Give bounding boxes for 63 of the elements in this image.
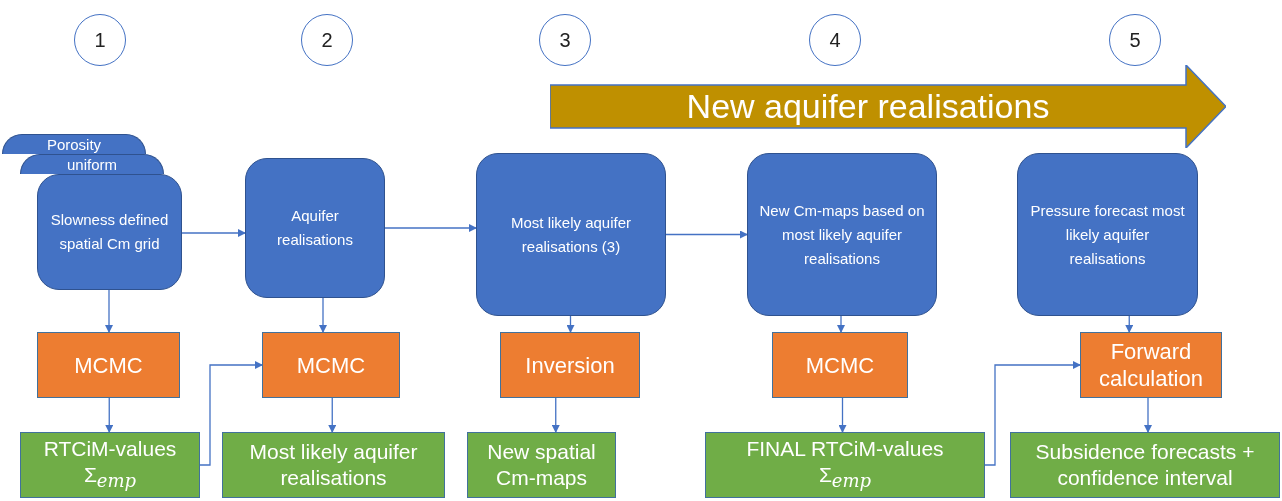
result-label: Subsidence forecasts + confidence interval [1034,439,1256,491]
step-number-circle [809,14,861,66]
connector-arrow [105,289,113,333]
card-label: Porosity [46,136,102,154]
result-box [467,432,616,498]
step-number: 5 [1129,28,1141,52]
connector-arrow [384,224,477,232]
step-number: 4 [829,28,841,52]
connector-arrow [838,397,847,433]
connector-arrow [199,361,263,466]
box-label: Most likely aquifer realisations (3) [509,212,632,257]
input-box [747,153,937,316]
connector-arrow [665,230,748,239]
connector-arrow [566,315,575,333]
connector-arrow [551,397,560,433]
method-label: Inversion [525,351,615,379]
step-number: 2 [321,28,333,52]
input-box [1017,153,1198,316]
result-box [1010,432,1280,498]
banner-label: New aquifer realisations [686,87,1050,126]
step-number: 3 [559,28,571,52]
connector-arrow [1144,397,1152,433]
method-box [1080,332,1222,398]
step-number: 1 [94,28,106,52]
result-box [20,432,200,498]
result-box [222,432,445,498]
method-label: MCMC [805,351,875,379]
card-label: uniform [67,156,117,174]
connector-arrow [319,297,327,333]
step-number-circle [539,14,591,66]
input-box [245,158,385,298]
method-label: MCMC [74,351,143,379]
result-label: Most likely aquifer realisations [248,439,419,491]
result-label: New spatial Cm-maps [486,439,597,491]
step-number-circle [301,14,353,66]
result-label: RTCiM-values [43,435,177,462]
box-label: Slowness defined spatial Cm grid [49,210,170,254]
method-box [262,332,400,398]
connector-arrow [328,397,337,433]
connector-arrow [837,315,845,333]
result-box [705,432,985,498]
method-box [500,332,640,398]
connector-arrow [1125,315,1134,333]
stacked-card [2,134,146,154]
method-label: Forward calculation [1098,338,1204,392]
box-label: Pressure forecast most likely aquifer realisations [1029,200,1186,269]
box-label: Aquifer realisations [276,206,354,250]
step-number-circle [74,14,126,66]
connector-arrow [105,397,114,433]
result-label: Σ$_{emp}$ [818,461,872,494]
step-number-circle [1109,14,1161,66]
stacked-card [20,154,164,174]
banner-arrow [550,65,1226,148]
input-box [476,153,666,316]
method-label: MCMC [296,351,366,379]
method-box [37,332,180,398]
connector-arrow [181,229,246,237]
connector-arrow [984,361,1081,466]
result-label: Σ$_{emp}$ [83,461,137,494]
method-box [772,332,908,398]
input-box [37,174,182,290]
result-label: FINAL RTCiM-values [746,435,944,462]
box-label: New Cm-maps based on most likely aquifer realisations [758,200,926,269]
